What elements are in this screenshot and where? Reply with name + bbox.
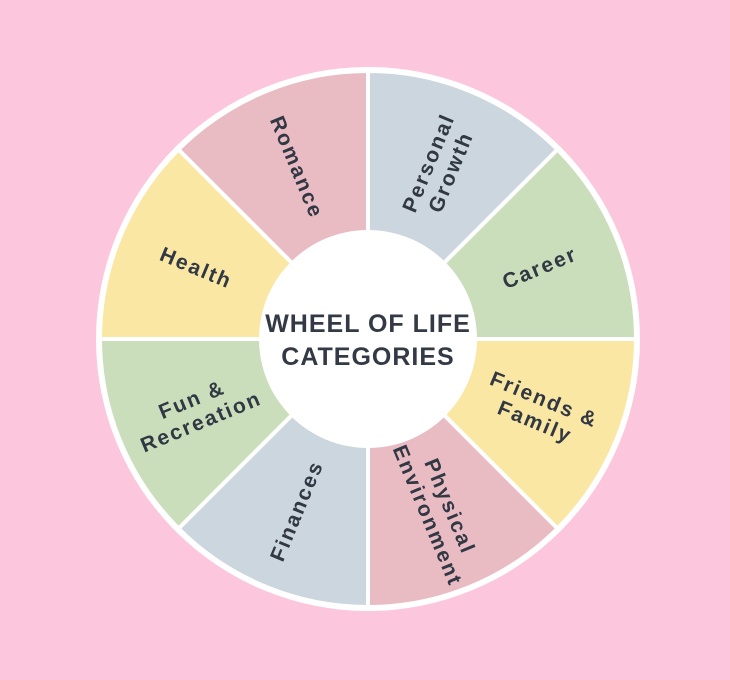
wheel-title-line: WHEEL OF LIFE [265, 310, 471, 338]
wheel-center-circle [259, 230, 477, 448]
wheel-title: WHEEL OF LIFE CATEGORIES [265, 310, 471, 371]
wheel-title-line: CATEGORIES [281, 343, 454, 371]
